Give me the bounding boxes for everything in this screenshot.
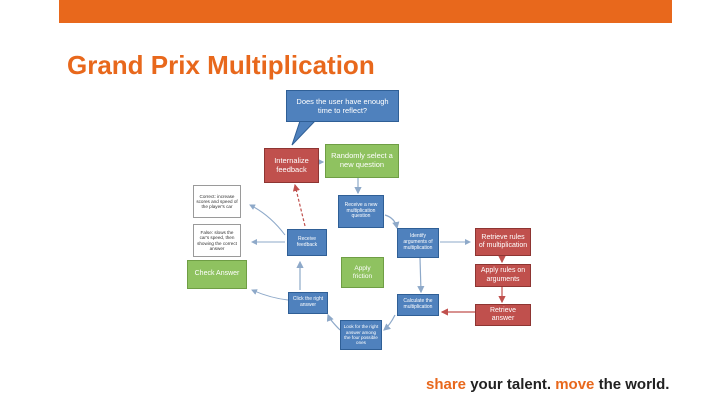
- node-receive-feedback: Receive feedback: [287, 229, 327, 256]
- node-apply-rules: Apply rules on arguments: [475, 264, 531, 287]
- tagline-move: move: [555, 376, 595, 393]
- tagline-the-world: the world.: [594, 376, 670, 393]
- node-receive-new-question: Receive a new multiplication question: [338, 195, 384, 228]
- node-apply-friction: Apply friction: [341, 257, 384, 288]
- arrow-look-to-click: [326, 313, 341, 331]
- node-correct-increase: Correct: increase scores and speed of th…: [193, 185, 241, 218]
- arrow-identify-to-calculate: [417, 257, 425, 294]
- node-check-answer: Check Answer: [187, 260, 247, 289]
- top-accent-bar: [59, 0, 672, 23]
- node-randomly-select: Randomly select a new question: [325, 144, 399, 178]
- node-retrieve-answer: Retrieve answer: [475, 304, 531, 326]
- node-false-decrease: False: slows the car's speed, then showi…: [193, 224, 241, 257]
- arrow-receive-feedback-to-internalize: [292, 183, 306, 227]
- node-identify-arguments: Identify arguments of multiplication: [397, 228, 439, 258]
- tagline-your-talent: your talent.: [466, 376, 556, 393]
- arrow-receive-to-identify: [384, 214, 400, 230]
- page-title: Grand Prix Multiplication: [67, 50, 375, 80]
- node-calculate: Calculate the multiplication: [397, 294, 439, 316]
- arrow-click-to-check: [251, 289, 289, 301]
- arrow-receive-feedback-to-correct: [249, 204, 286, 236]
- node-click-right-answer: Click the right answer: [288, 292, 328, 314]
- node-internalize-feedback: Internalize feedback: [264, 148, 319, 183]
- tagline-share: share: [426, 376, 467, 393]
- node-retrieve-rules: Retrieve rules of multiplication: [475, 228, 531, 256]
- callout-pointer: [291, 120, 317, 146]
- node-look-for-answer: Look for the right answer among the four…: [340, 320, 382, 350]
- arrow-calculate-to-look: [383, 314, 396, 331]
- reflection-callout: Does the user have enough time to reflec…: [286, 90, 399, 122]
- brand-tagline: share your talent. move the world.: [426, 376, 669, 393]
